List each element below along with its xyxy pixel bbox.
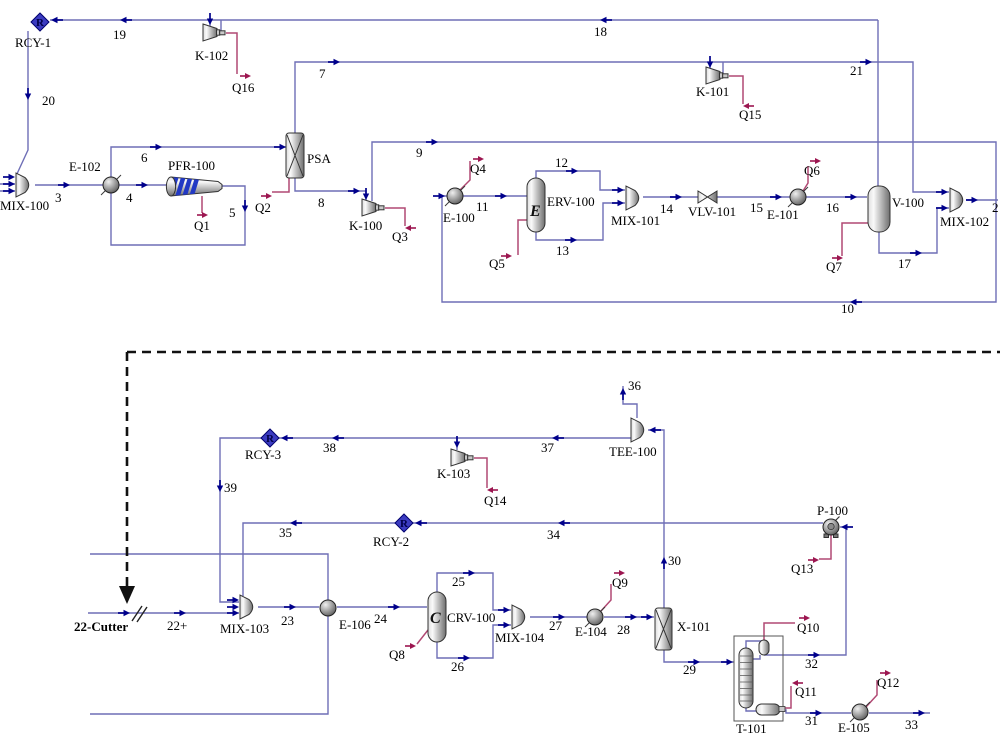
tee-100-tee-icon[interactable]	[630, 417, 645, 443]
rcy-2-recycle-icon[interactable]: R	[394, 513, 414, 533]
t-101-column-icon[interactable]	[733, 635, 786, 722]
k-102-compressor-icon[interactable]	[202, 23, 226, 42]
e-100-exchanger-icon[interactable]	[444, 185, 466, 207]
mix-101-mixer-icon[interactable]	[625, 185, 640, 211]
crv-100-reactor-icon[interactable]: C	[427, 591, 447, 643]
k-100-compressor-icon[interactable]	[361, 198, 385, 217]
e-105-exchanger-icon[interactable]	[849, 701, 871, 723]
e-106-exchanger-icon[interactable]	[319, 599, 337, 617]
recycle-boundary-dashed	[119, 350, 1000, 623]
vlv-101-valve-icon[interactable]	[697, 190, 718, 204]
flow-arrows	[2, 12, 979, 718]
e-102-exchanger-icon[interactable]	[100, 174, 122, 196]
svg-text:C: C	[430, 610, 441, 627]
k-101-compressor-icon[interactable]	[705, 66, 729, 85]
erv-100-reactor-icon[interactable]: E	[526, 177, 546, 233]
mix-104-mixer-icon[interactable]	[511, 604, 526, 630]
mix-103-mixer-icon[interactable]	[239, 594, 254, 620]
pfr-100-reactor-icon[interactable]	[165, 175, 223, 198]
mix-100-mixer-icon[interactable]	[15, 172, 30, 198]
t-101-condenser-icon	[758, 639, 770, 656]
x-101-splitter-icon[interactable]	[654, 607, 673, 651]
rcy-3-recycle-icon[interactable]: R	[260, 428, 280, 448]
svg-text:R: R	[266, 433, 275, 445]
svg-text:E: E	[529, 203, 541, 220]
stream-cutter-slashes-icon	[131, 605, 148, 623]
rcy-1-recycle-icon[interactable]: R	[30, 12, 50, 32]
p-100-pump-icon[interactable]	[822, 516, 840, 538]
svg-text:R: R	[36, 17, 45, 29]
mix-102-mixer-icon[interactable]	[949, 187, 964, 213]
k-103-compressor-icon[interactable]	[450, 448, 474, 467]
t-101-reboiler-icon	[755, 703, 781, 716]
boundary-arrowhead-icon	[119, 586, 135, 604]
v-100-separator-icon[interactable]	[867, 185, 891, 233]
e-104-exchanger-icon[interactable]	[584, 606, 606, 628]
psa-splitter-icon[interactable]	[285, 132, 305, 179]
svg-text:R: R	[400, 518, 409, 530]
unit-icons: R R R	[15, 12, 964, 723]
energy-stream-lines	[201, 32, 878, 709]
e-101-exchanger-icon[interactable]	[787, 186, 809, 208]
